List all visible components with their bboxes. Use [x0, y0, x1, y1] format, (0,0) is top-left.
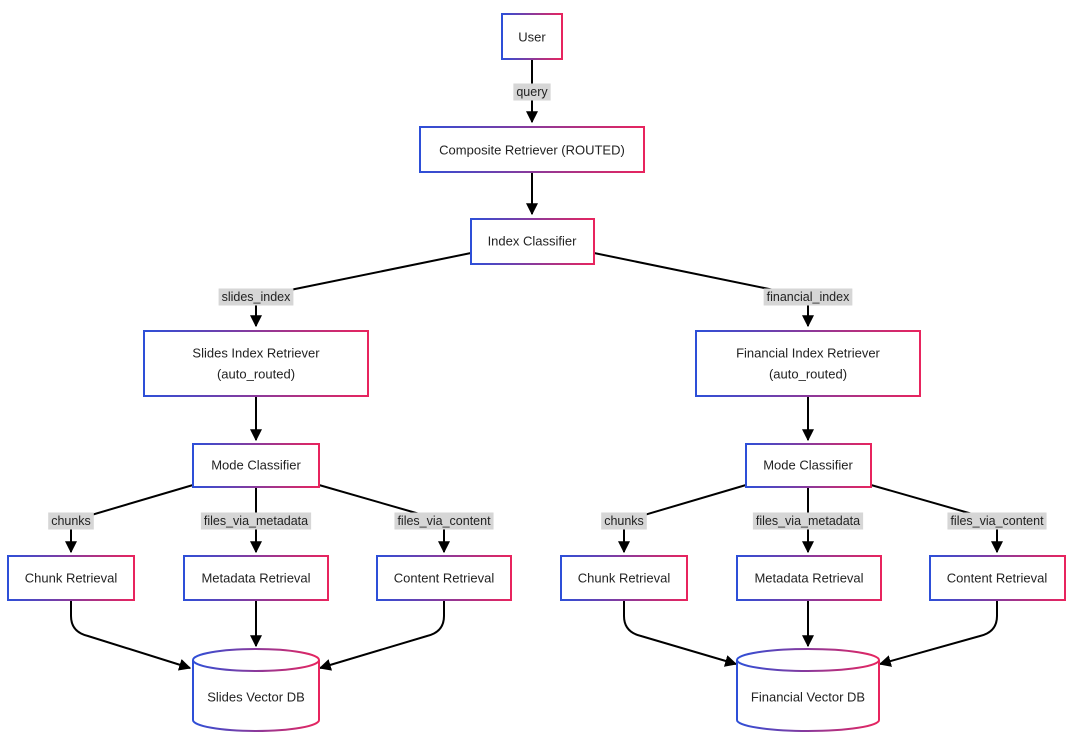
- node-slides-index-retriever[interactable]: Slides Index Retriever (auto_routed): [143, 330, 369, 397]
- edge-label-slides-files-via-content: files_via_content: [394, 512, 494, 530]
- svg-text:slides_index: slides_index: [222, 290, 292, 304]
- edge-label-slides-files-via-metadata: files_via_metadata: [200, 512, 312, 530]
- node-slides-mode-classifier[interactable]: Mode Classifier: [192, 443, 320, 488]
- node-index-classifier-label: Index Classifier: [488, 234, 578, 249]
- node-slides-vector-db-label: Slides Vector DB: [207, 690, 305, 705]
- node-financial-mode-classifier[interactable]: Mode Classifier: [745, 443, 872, 488]
- node-financial-index-retriever-line1: Financial Index Retriever: [736, 346, 880, 361]
- node-slides-content-retrieval-label: Content Retrieval: [394, 571, 495, 586]
- node-slides-metadata-retrieval[interactable]: Metadata Retrieval: [183, 555, 329, 601]
- node-user[interactable]: User: [501, 13, 563, 60]
- edge-label-query: query: [513, 83, 551, 101]
- node-slides-content-retrieval[interactable]: Content Retrieval: [376, 555, 512, 601]
- node-financial-vector-db[interactable]: Financial Vector DB: [736, 648, 880, 732]
- node-slides-vector-db[interactable]: Slides Vector DB: [192, 648, 320, 732]
- node-composite-retriever[interactable]: Composite Retriever (ROUTED): [419, 126, 645, 173]
- node-slides-mode-classifier-label: Mode Classifier: [211, 458, 301, 473]
- edge-slides-chunk-db: [70, 600, 192, 671]
- svg-text:chunks: chunks: [51, 514, 91, 528]
- svg-text:files_via_content: files_via_content: [950, 514, 1044, 528]
- edge-label-financial-index: financial_index: [763, 288, 853, 306]
- edge-labels: query slides_index financial_index chunk…: [48, 83, 1047, 530]
- svg-text:files_via_content: files_via_content: [397, 514, 491, 528]
- svg-text:chunks: chunks: [604, 514, 644, 528]
- edge-label-financial-files-via-content: files_via_content: [947, 512, 1047, 530]
- svg-text:financial_index: financial_index: [767, 290, 850, 304]
- node-user-label: User: [518, 30, 546, 45]
- edge-label-slides-chunks: chunks: [48, 512, 94, 530]
- node-slides-index-retriever-line1: Slides Index Retriever: [192, 346, 320, 361]
- edge-label-slides-index: slides_index: [218, 288, 294, 306]
- node-financial-mode-classifier-label: Mode Classifier: [763, 458, 853, 473]
- node-financial-content-retrieval[interactable]: Content Retrieval: [929, 555, 1066, 601]
- node-financial-index-retriever-line2: (auto_routed): [769, 367, 847, 382]
- node-financial-content-retrieval-label: Content Retrieval: [947, 571, 1048, 586]
- svg-text:query: query: [516, 85, 548, 99]
- edges: [65, 60, 1003, 671]
- node-financial-metadata-retrieval[interactable]: Metadata Retrieval: [736, 555, 882, 601]
- node-composite-retriever-label: Composite Retriever (ROUTED): [439, 143, 625, 158]
- edge-financial-content-db: [878, 600, 998, 667]
- node-financial-chunk-retrieval-label: Chunk Retrieval: [578, 571, 671, 586]
- edge-financial-chunk-db: [623, 600, 738, 667]
- edge-label-financial-files-via-metadata: files_via_metadata: [752, 512, 864, 530]
- node-slides-chunk-retrieval[interactable]: Chunk Retrieval: [7, 555, 135, 601]
- node-financial-metadata-retrieval-label: Metadata Retrieval: [754, 571, 863, 586]
- node-financial-vector-db-label: Financial Vector DB: [751, 690, 865, 705]
- node-index-classifier[interactable]: Index Classifier: [470, 218, 595, 265]
- node-financial-index-retriever[interactable]: Financial Index Retriever (auto_routed): [695, 330, 921, 397]
- node-slides-chunk-retrieval-label: Chunk Retrieval: [25, 571, 118, 586]
- nodes: User Composite Retriever (ROUTED) Index …: [7, 13, 1066, 732]
- svg-text:files_via_metadata: files_via_metadata: [204, 514, 308, 528]
- svg-text:files_via_metadata: files_via_metadata: [756, 514, 860, 528]
- node-slides-metadata-retrieval-label: Metadata Retrieval: [201, 571, 310, 586]
- node-financial-chunk-retrieval[interactable]: Chunk Retrieval: [560, 555, 688, 601]
- edge-slides-content-db: [318, 600, 445, 671]
- edge-label-financial-chunks: chunks: [601, 512, 647, 530]
- node-slides-index-retriever-line2: (auto_routed): [217, 367, 295, 382]
